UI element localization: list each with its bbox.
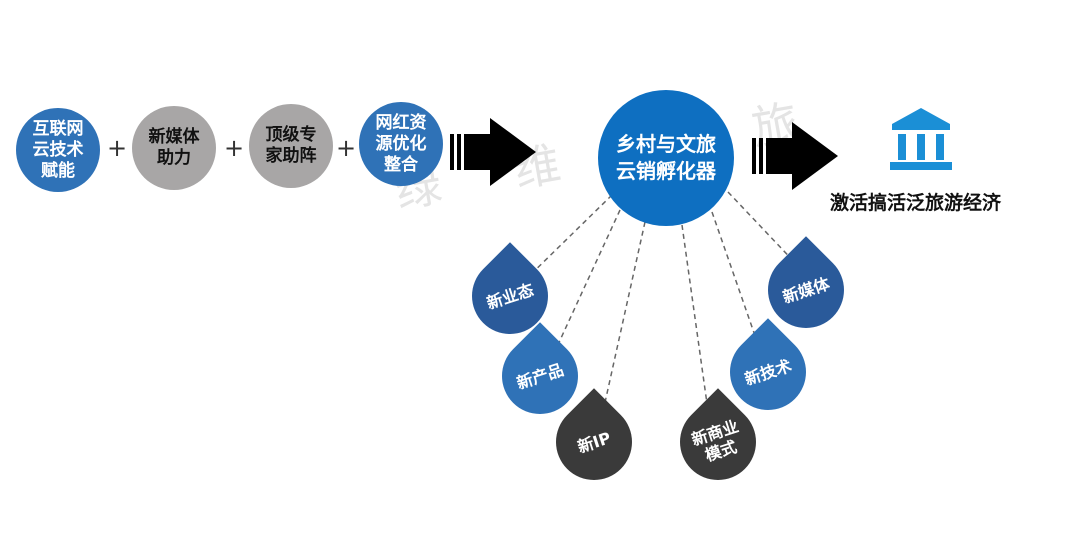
result-label: 激活搞活泛旅游经济 [830, 192, 1002, 214]
input-circle-experts: 顶级专 家助阵 [249, 104, 333, 188]
output-label: 新媒体 [780, 273, 832, 307]
output-drop-new-product: 新产品 [486, 322, 594, 430]
arrow-right-icon [450, 118, 536, 186]
plus-sign: + [336, 134, 357, 162]
output-drop-new-media: 新媒体 [752, 236, 860, 344]
plus-sign: + [224, 134, 245, 162]
output-label: 新技术 [742, 355, 794, 389]
output-drop-new-business-form: 新业态 [456, 242, 564, 350]
input-circle-new-media: 新媒体 助力 [132, 106, 216, 190]
connector-line [599, 221, 646, 426]
arrow-right-icon [752, 122, 838, 190]
input-circle-influencer-resources: 网红资 源优化 整合 [359, 102, 443, 186]
input-label: 网红资 源优化 整合 [375, 112, 427, 175]
connector-line [549, 209, 621, 363]
input-label: 顶级专 家助阵 [265, 125, 317, 166]
input-circle-cloud-tech: 互联网 云技术 赋能 [16, 108, 100, 192]
connector-line [711, 211, 761, 351]
output-drop-new-ip: 新IP [540, 388, 648, 496]
connector-line [519, 194, 613, 286]
output-label: 新产品 [514, 359, 566, 393]
incubator-hub-circle: 乡村与文旅 云销孵化器 [598, 90, 734, 226]
hub-label: 乡村与文旅 云销孵化器 [616, 132, 716, 183]
plus-sign: + [107, 134, 128, 162]
output-label: 新业态 [484, 279, 536, 313]
output-drop-new-technology: 新技术 [714, 318, 822, 426]
input-label: 新媒体 助力 [148, 127, 200, 168]
bank-building-icon [890, 108, 952, 170]
input-label: 互联网 云技术 赋能 [32, 118, 84, 181]
output-label: 新IP [575, 427, 613, 457]
connector-line [681, 224, 711, 426]
output-label: 新商业 模式 [689, 416, 741, 466]
